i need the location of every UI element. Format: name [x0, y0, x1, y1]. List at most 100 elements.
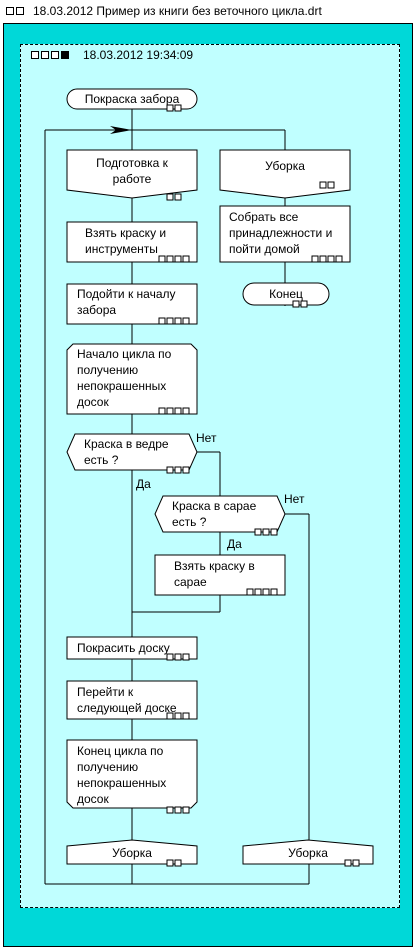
node-collect[interactable]: [219, 205, 351, 263]
node-branch-left-shape: [66, 149, 198, 199]
node-handle-icon[interactable]: [182, 653, 190, 661]
node-handle-icon[interactable]: [311, 255, 319, 263]
node-start-label: Покраска забора: [85, 92, 180, 106]
node-handle-icon[interactable]: [166, 193, 174, 201]
node-loop-begin-label: непокрашенных: [77, 379, 166, 393]
node-end[interactable]: [242, 282, 330, 306]
inner-timestamp: 18.03.2012 19:34:09: [83, 48, 194, 62]
node-handle-icon[interactable]: [166, 466, 174, 474]
node-handle-icon[interactable]: [335, 255, 343, 263]
node-loop-begin-label: получению: [77, 363, 138, 377]
node-handle-icon[interactable]: [182, 317, 190, 325]
node-cleanup-left-label: Уборка: [112, 846, 152, 860]
node-handle-icon[interactable]: [166, 255, 174, 263]
node-cleanup-right-label: Уборка: [288, 846, 328, 860]
node-handle-icon[interactable]: [174, 407, 182, 415]
node-paint-board-label: Покрасить доску: [77, 641, 170, 655]
node-loop-end[interactable]: [66, 739, 198, 809]
node-loop-begin-label: Начало цикла по: [77, 347, 172, 361]
window-control-icon[interactable]: [16, 7, 24, 15]
node-start[interactable]: [66, 88, 198, 110]
node-handle-icon[interactable]: [166, 317, 174, 325]
node-handle-icon[interactable]: [182, 255, 190, 263]
control-square-icon[interactable]: [41, 51, 49, 59]
node-go-start-label: Подойти к началу: [77, 287, 176, 301]
node-handle-icon[interactable]: [246, 588, 254, 596]
node-handle-icon[interactable]: [166, 407, 174, 415]
node-handle-icon[interactable]: [319, 181, 327, 189]
node-handle-icon[interactable]: [300, 300, 308, 308]
node-handle-icon[interactable]: [174, 712, 182, 720]
node-handle-icon[interactable]: [344, 859, 352, 867]
node-cond-bucket-label: Краска в ведре: [84, 437, 169, 451]
node-handle-icon[interactable]: [174, 317, 182, 325]
node-handle-icon[interactable]: [327, 181, 335, 189]
node-take-paint-label: Взять краску и: [85, 226, 166, 240]
node-handle-icon[interactable]: [262, 528, 270, 536]
node-handle-icon[interactable]: [174, 255, 182, 263]
node-cond-barn-label: есть ?: [172, 515, 207, 529]
node-handle-icon[interactable]: [158, 255, 166, 263]
node-go-start-shape: [66, 283, 198, 325]
node-take-paint[interactable]: [66, 221, 198, 263]
node-go-start[interactable]: [66, 283, 198, 325]
node-handle-icon[interactable]: [254, 528, 262, 536]
node-loop-end-label: досок: [77, 792, 109, 806]
node-handle-icon[interactable]: [174, 859, 182, 867]
node-paint-board-shape: [66, 636, 198, 660]
node-handle-icon[interactable]: [158, 317, 166, 325]
node-handle-icon[interactable]: [182, 712, 190, 720]
node-handle-icon[interactable]: [182, 806, 190, 814]
node-cleanup-right-shape: [242, 839, 374, 865]
node-cleanup-left[interactable]: [66, 839, 198, 865]
node-handle-icon[interactable]: [319, 255, 327, 263]
node-handle-icon[interactable]: [158, 407, 166, 415]
node-cond-bucket-label: есть ?: [84, 453, 119, 467]
node-branch-left-label: Подготовка к: [96, 156, 168, 170]
node-handle-icon[interactable]: [270, 528, 278, 536]
node-handle-icon[interactable]: [166, 859, 174, 867]
inner-header: 18.03.2012 19:34:09: [21, 45, 399, 65]
node-handle-icon[interactable]: [182, 466, 190, 474]
node-cleanup-right[interactable]: [242, 839, 374, 865]
node-take-barn-label: сарае: [174, 575, 207, 589]
control-square-icon[interactable]: [51, 51, 59, 59]
node-handle-icon[interactable]: [174, 653, 182, 661]
node-loop-begin[interactable]: [66, 343, 198, 415]
node-handle-icon[interactable]: [174, 104, 182, 112]
node-branch-left[interactable]: [66, 149, 198, 199]
window-control-icon[interactable]: [6, 7, 14, 15]
node-handle-icon[interactable]: [174, 193, 182, 201]
node-end-shape: [242, 282, 330, 306]
node-collect-label: пойти домой: [229, 242, 300, 256]
node-handle-icon[interactable]: [182, 407, 190, 415]
node-branch-left-label: работе: [113, 172, 152, 186]
node-branch-right[interactable]: [219, 149, 351, 199]
node-handle-icon[interactable]: [254, 588, 262, 596]
node-next-board-label: Перейти к: [77, 685, 134, 699]
control-square-filled-icon[interactable]: [61, 51, 69, 59]
node-handle-icon[interactable]: [327, 255, 335, 263]
node-handle-icon[interactable]: [166, 104, 174, 112]
window-title-bar: 18.03.2012 Пример из книги без веточного…: [0, 0, 418, 22]
node-handle-icon[interactable]: [166, 806, 174, 814]
node-go-start-label: забора: [77, 303, 116, 317]
node-loop-begin-label: досок: [77, 395, 109, 409]
node-loop-begin-shape: [66, 343, 198, 415]
node-take-barn[interactable]: [154, 554, 286, 596]
node-handle-icon[interactable]: [352, 859, 360, 867]
branch-label-cond-bucket-yes: Да: [136, 477, 151, 491]
control-square-icon[interactable]: [31, 51, 39, 59]
node-handle-icon[interactable]: [262, 588, 270, 596]
node-handle-icon[interactable]: [270, 588, 278, 596]
node-handle-icon[interactable]: [174, 806, 182, 814]
node-take-paint-label: инструменты: [85, 242, 158, 256]
node-handle-icon[interactable]: [166, 712, 174, 720]
node-handle-icon[interactable]: [292, 300, 300, 308]
node-handle-icon[interactable]: [174, 466, 182, 474]
node-paint-board[interactable]: [66, 636, 198, 660]
node-branch-right-label: Уборка: [265, 159, 305, 173]
node-handle-icon[interactable]: [166, 653, 174, 661]
